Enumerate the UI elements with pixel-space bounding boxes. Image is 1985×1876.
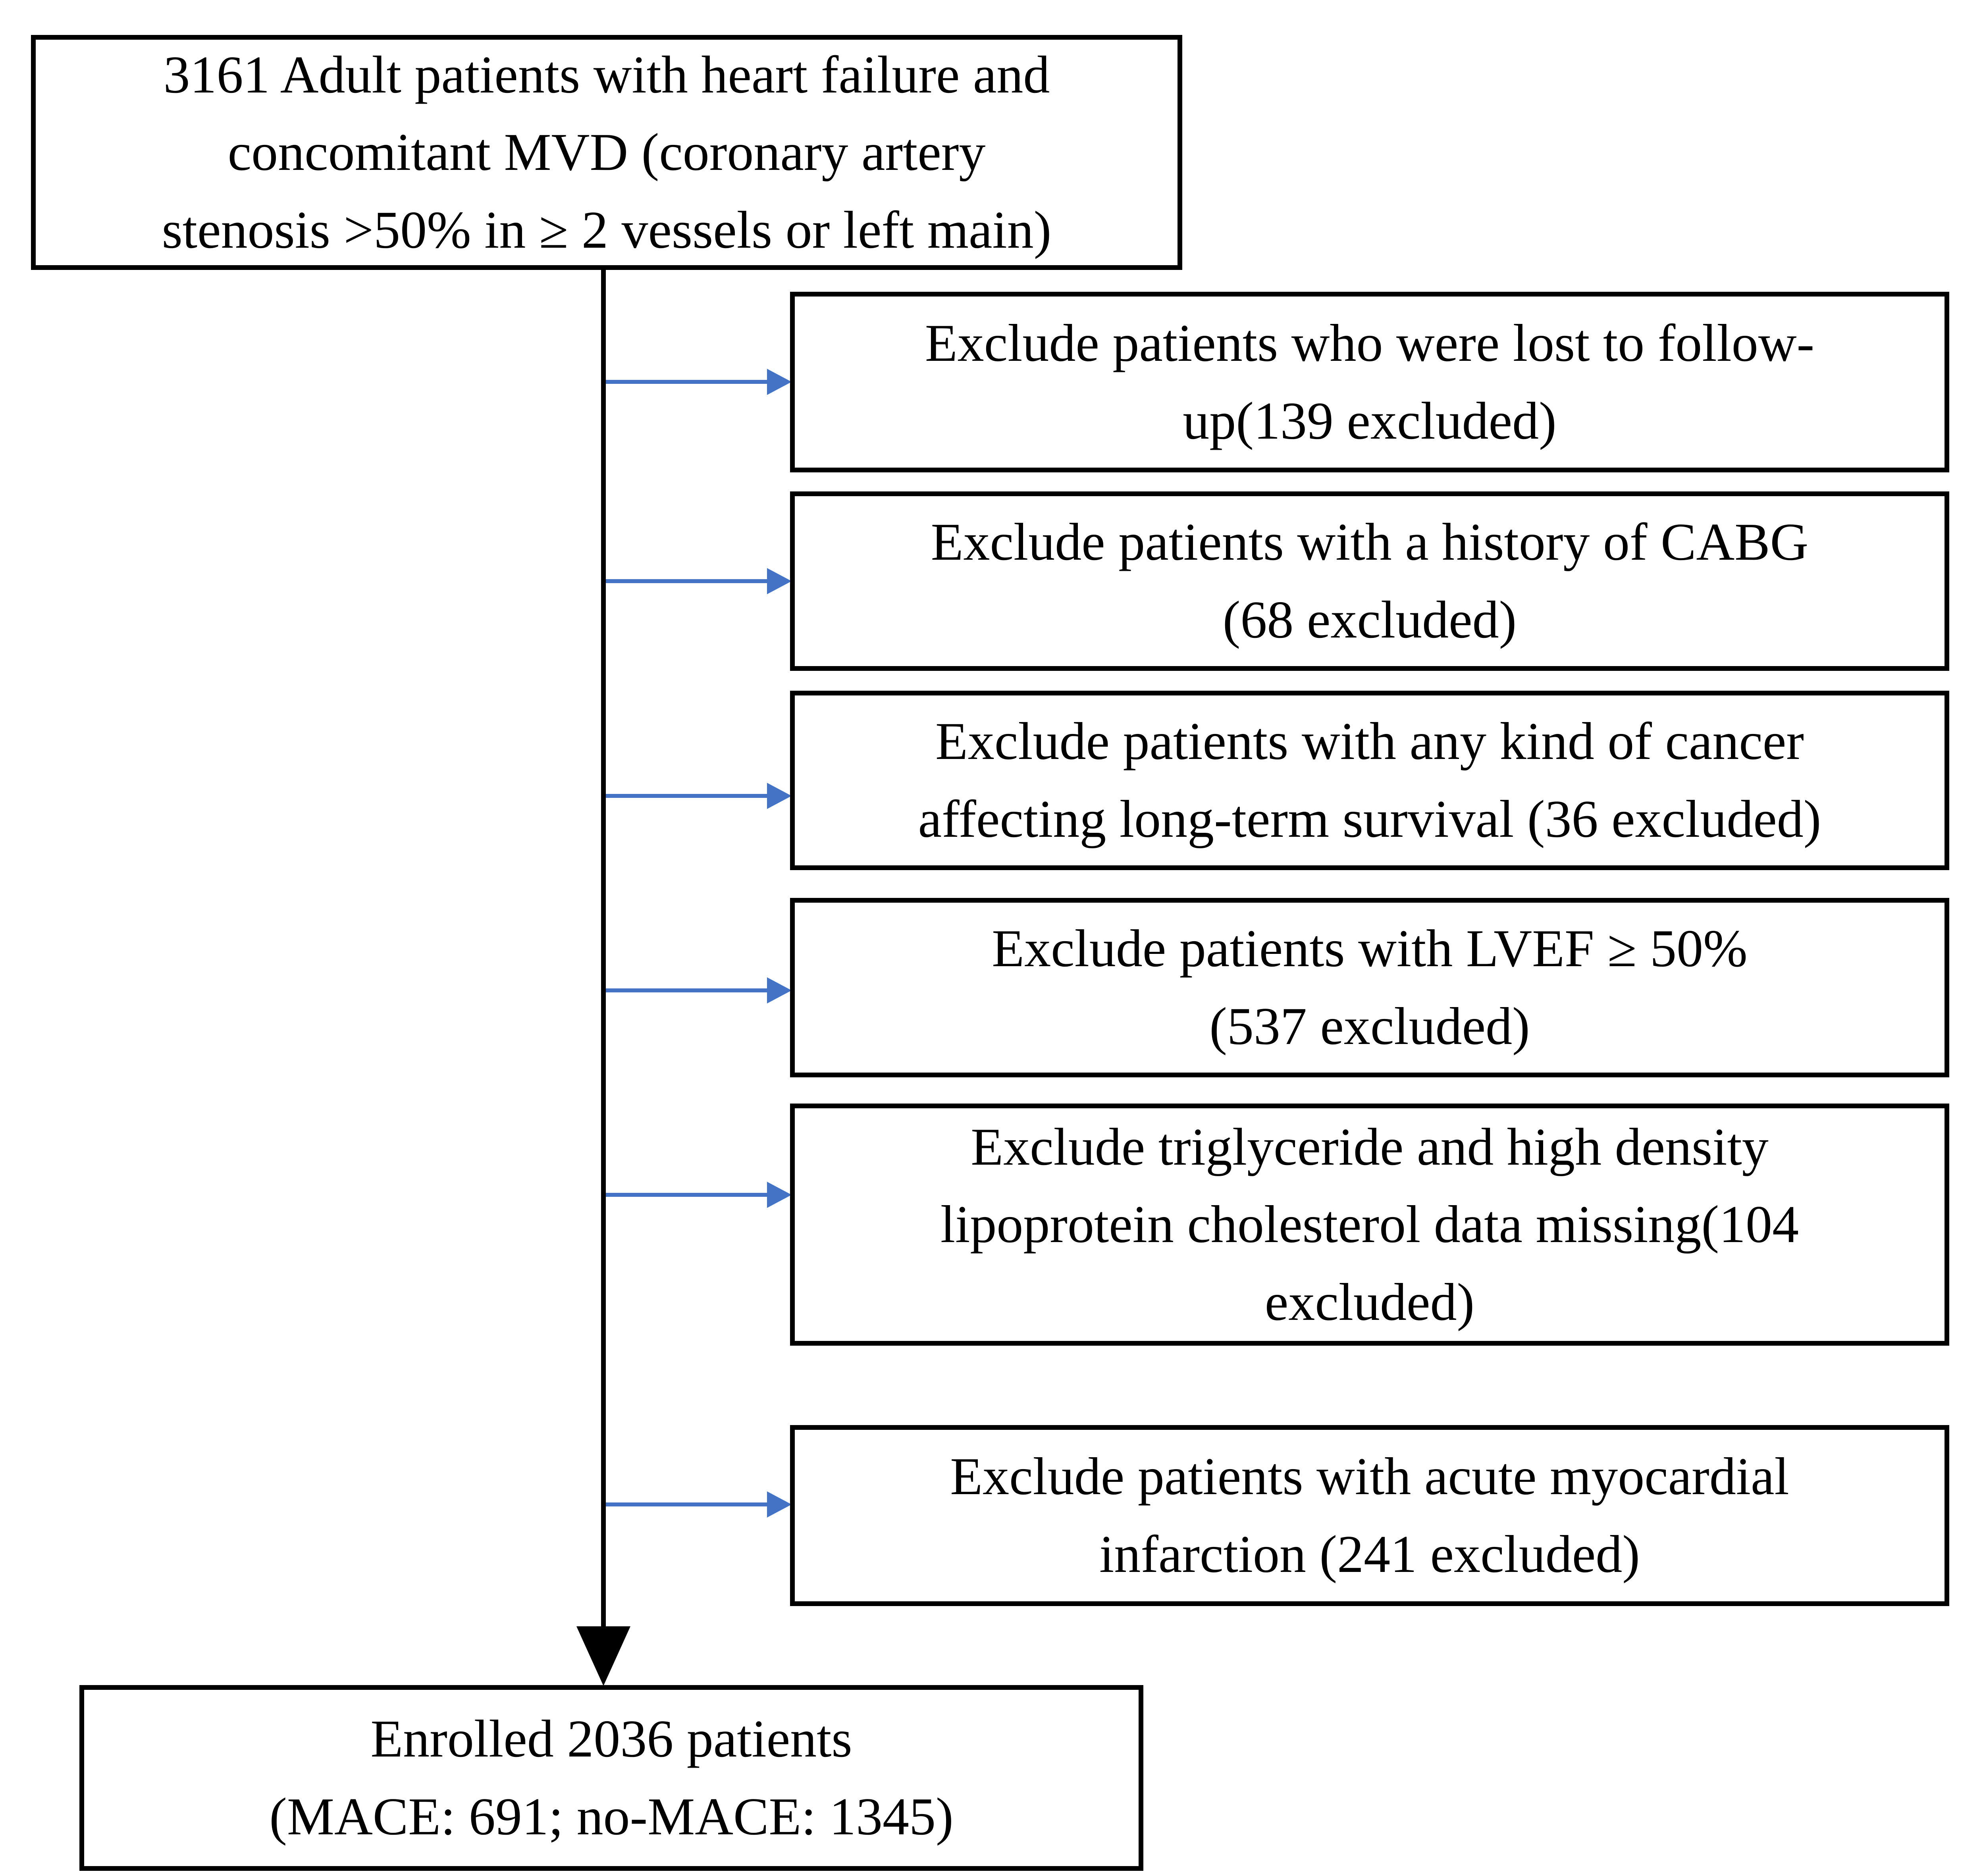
- enrolled-patients-box: Enrolled 2036 patients (MACE: 691; no-MA…: [79, 1685, 1143, 1871]
- arrow-shaft: [606, 794, 769, 798]
- arrow-shaft: [606, 1502, 769, 1506]
- arrow-shaft: [606, 988, 769, 992]
- right-arrowhead-icon: [767, 783, 792, 809]
- right-arrowhead-icon: [767, 369, 792, 395]
- exclusion-box-lost-to-follow-up: Exclude patients who were lost to follow…: [790, 292, 1949, 472]
- initial-cohort-text: 3161 Adult patients with heart failure a…: [162, 45, 1052, 259]
- exclusion-text: Exclude patients with acute myocardial i…: [950, 1447, 1789, 1583]
- right-arrowhead-icon: [767, 568, 792, 594]
- exclusion-text: Exclude patients who were lost to follow…: [925, 313, 1815, 450]
- exclusion-box-cabg-history: Exclude patients with a history of CABG …: [790, 491, 1949, 671]
- exclusion-box-cancer: Exclude patients with any kind of cancer…: [790, 691, 1949, 870]
- exclusion-text: Exclude patients with a history of CABG …: [931, 512, 1809, 649]
- right-arrowhead-icon: [767, 1182, 792, 1208]
- main-flow-line: [601, 270, 606, 1628]
- enrolled-patients-text: Enrolled 2036 patients (MACE: 691; no-MA…: [269, 1709, 954, 1846]
- arrow-shaft: [606, 579, 769, 583]
- exclusion-box-acute-mi: Exclude patients with acute myocardial i…: [790, 1425, 1949, 1606]
- right-arrowhead-icon: [767, 977, 792, 1003]
- exclusion-text: Exclude patients with any kind of cancer…: [918, 712, 1821, 848]
- down-arrowhead-icon: [576, 1626, 630, 1686]
- exclusion-box-lvef: Exclude patients with LVEF ≥ 50% (537 ex…: [790, 898, 1949, 1077]
- exclusion-text: Exclude triglyceride and high density li…: [940, 1117, 1799, 1331]
- right-arrowhead-icon: [767, 1491, 792, 1518]
- exclusion-text: Exclude patients with LVEF ≥ 50% (537 ex…: [992, 919, 1748, 1055]
- exclusion-box-missing-lipid-data: Exclude triglyceride and high density li…: [790, 1104, 1949, 1346]
- initial-cohort-box: 3161 Adult patients with heart failure a…: [31, 35, 1182, 270]
- arrow-shaft: [606, 1193, 769, 1197]
- arrow-shaft: [606, 380, 769, 384]
